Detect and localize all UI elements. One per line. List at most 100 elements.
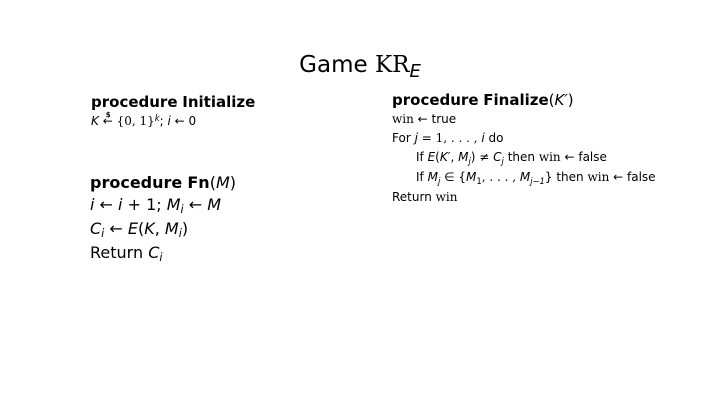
fin-l4-if: If <box>416 170 428 184</box>
fin-l5-win: win <box>435 190 458 204</box>
fn-l1-m: M <box>166 195 181 214</box>
fin-l4-m1-sub: 1 <box>476 175 482 186</box>
fn-l2-m: M <box>164 219 179 238</box>
slide-title: Game KRE <box>0 50 720 82</box>
fn-l2-open: ( <box>137 219 145 238</box>
fin-l3-c: C <box>493 150 502 164</box>
fin-l4-close: } <box>544 170 553 184</box>
fin-l4-m1: M <box>465 170 477 184</box>
fin-l3-m-sub: j <box>468 155 471 166</box>
fin-l3-comma: , <box>450 150 459 164</box>
fin-l4-dots: , . . . , <box>481 170 520 184</box>
init-exponent: k <box>154 113 160 124</box>
fin-l2-do: do <box>484 131 504 145</box>
fn-header: procedure Fn(M) <box>90 172 236 194</box>
fn-l2-m-sub: i <box>178 227 182 241</box>
fn-l3-c: C <box>148 243 160 262</box>
fn-l2-k: K <box>144 219 155 238</box>
fin-l1-win: win <box>392 112 414 126</box>
fn-l2-c-sub: i <box>101 227 105 241</box>
finalize-keyword: procedure <box>392 91 479 109</box>
fin-l2-j: j <box>414 131 418 145</box>
fn-line-2: Ci ← E(K, Mi) <box>90 218 236 242</box>
finalize-arg: K′ <box>554 91 568 109</box>
finalize-line-5: Return win <box>392 188 656 207</box>
fn-l3-return: Return <box>90 243 149 262</box>
title-game-name: KR <box>374 52 410 78</box>
fin-l3-open: ( <box>435 150 440 164</box>
fn-l1-assign2: ← <box>183 195 208 214</box>
fin-l2-i: i <box>481 131 485 145</box>
init-set: {0, 1} <box>116 114 155 128</box>
fn-arg: M <box>215 173 230 192</box>
fin-l3-close: ) <box>470 150 476 164</box>
fin-l3-then: then <box>503 150 539 164</box>
fn-open-paren: ( <box>209 173 216 192</box>
fn-name: Fn <box>187 173 210 192</box>
fin-l3-assign: ← <box>560 150 579 164</box>
fin-l4-assign: ← <box>609 170 627 184</box>
fn-l1-i2: i <box>118 195 123 214</box>
sample-arrow-glyph: ← <box>102 114 113 128</box>
fn-l1-i: i <box>90 195 95 214</box>
random-sample-arrow: $← <box>102 111 113 130</box>
fin-l1-val: true <box>431 112 457 126</box>
fin-l3-c-sub: j <box>501 155 504 166</box>
finalize-name: Finalize <box>483 91 549 109</box>
fin-l2-range: = 1, . . . , <box>417 131 482 145</box>
fin-l3-val: false <box>578 150 607 164</box>
fn-line-3: Return Ci <box>90 242 236 266</box>
fin-l3-if: If <box>416 150 428 164</box>
fn-keyword: procedure <box>90 173 183 192</box>
finalize-line-1: win ← true <box>392 110 656 129</box>
fn-l1-m2: M <box>207 195 222 214</box>
fin-l3-neq: ≠ <box>475 150 494 164</box>
finalize-line-2: For j = 1, . . . , i do <box>392 129 656 148</box>
fn-line-1: i ← i + 1; Mi ← M <box>90 194 236 218</box>
fin-l4-mj: M <box>519 170 531 184</box>
init-separator: ; <box>159 114 164 128</box>
init-assign-zero: ← 0 <box>174 114 197 128</box>
procedure-finalize: procedure Finalize(K′) win ← true For j … <box>392 91 656 207</box>
finalize-open-paren: ( <box>548 91 555 109</box>
fin-l3-k: K′ <box>439 150 451 164</box>
fin-l5-return: Return <box>392 190 436 204</box>
procedure-initialize: procedure Initialize K $← {0, 1}k; i ← 0 <box>91 92 255 131</box>
fn-close-paren: ) <box>229 173 236 192</box>
fin-l1-assign: ← <box>413 112 432 126</box>
fn-l1-assign: ← <box>94 195 119 214</box>
fin-l4-m: M <box>427 170 438 184</box>
init-var-k: K <box>91 114 99 128</box>
initialize-name: Initialize <box>182 93 256 111</box>
initialize-header: procedure Initialize <box>91 92 255 112</box>
fin-l4-win: win <box>587 170 610 184</box>
fin-l2-for: For <box>392 131 415 145</box>
fin-l4-mj-sub: j−1 <box>530 175 545 186</box>
fn-l2-c: C <box>90 219 102 238</box>
finalize-header: procedure Finalize(K′) <box>392 91 656 110</box>
fn-l1-plus: + 1; <box>122 195 167 214</box>
fin-l4-then: then <box>552 170 588 184</box>
finalize-line-3: If E(K′, Mj) ≠ Cj then win ← false <box>392 148 656 168</box>
procedure-fn: procedure Fn(M) i ← i + 1; Mi ← M Ci ← E… <box>90 172 236 266</box>
fn-l2-assign: ← <box>104 219 128 238</box>
dollar-icon: $ <box>105 111 111 119</box>
fn-l3-c-sub: i <box>159 251 163 265</box>
fin-l4-val: false <box>627 170 656 184</box>
initialize-keyword: procedure <box>91 93 178 111</box>
title-prefix: Game <box>299 52 375 78</box>
fin-l3-m: M <box>458 150 469 164</box>
fin-l4-in: ∈ { <box>440 170 466 184</box>
initialize-line-1: K $← {0, 1}k; i ← 0 <box>91 111 255 131</box>
fin-l3-win: win <box>538 150 561 164</box>
fin-l3-e: E <box>427 150 436 164</box>
finalize-close-paren: ) <box>567 91 574 109</box>
fn-l2-close: ) <box>181 219 189 238</box>
fn-l2-e: E <box>127 219 138 238</box>
init-var-i: i <box>167 114 171 128</box>
fn-l1-m-sub: i <box>180 203 184 217</box>
fn-l2-comma: , <box>154 219 165 238</box>
fin-l4-m-sub: j <box>437 175 441 186</box>
finalize-line-4: If Mj ∈ {M1, . . . , Mj−1} then win ← fa… <box>392 168 656 188</box>
